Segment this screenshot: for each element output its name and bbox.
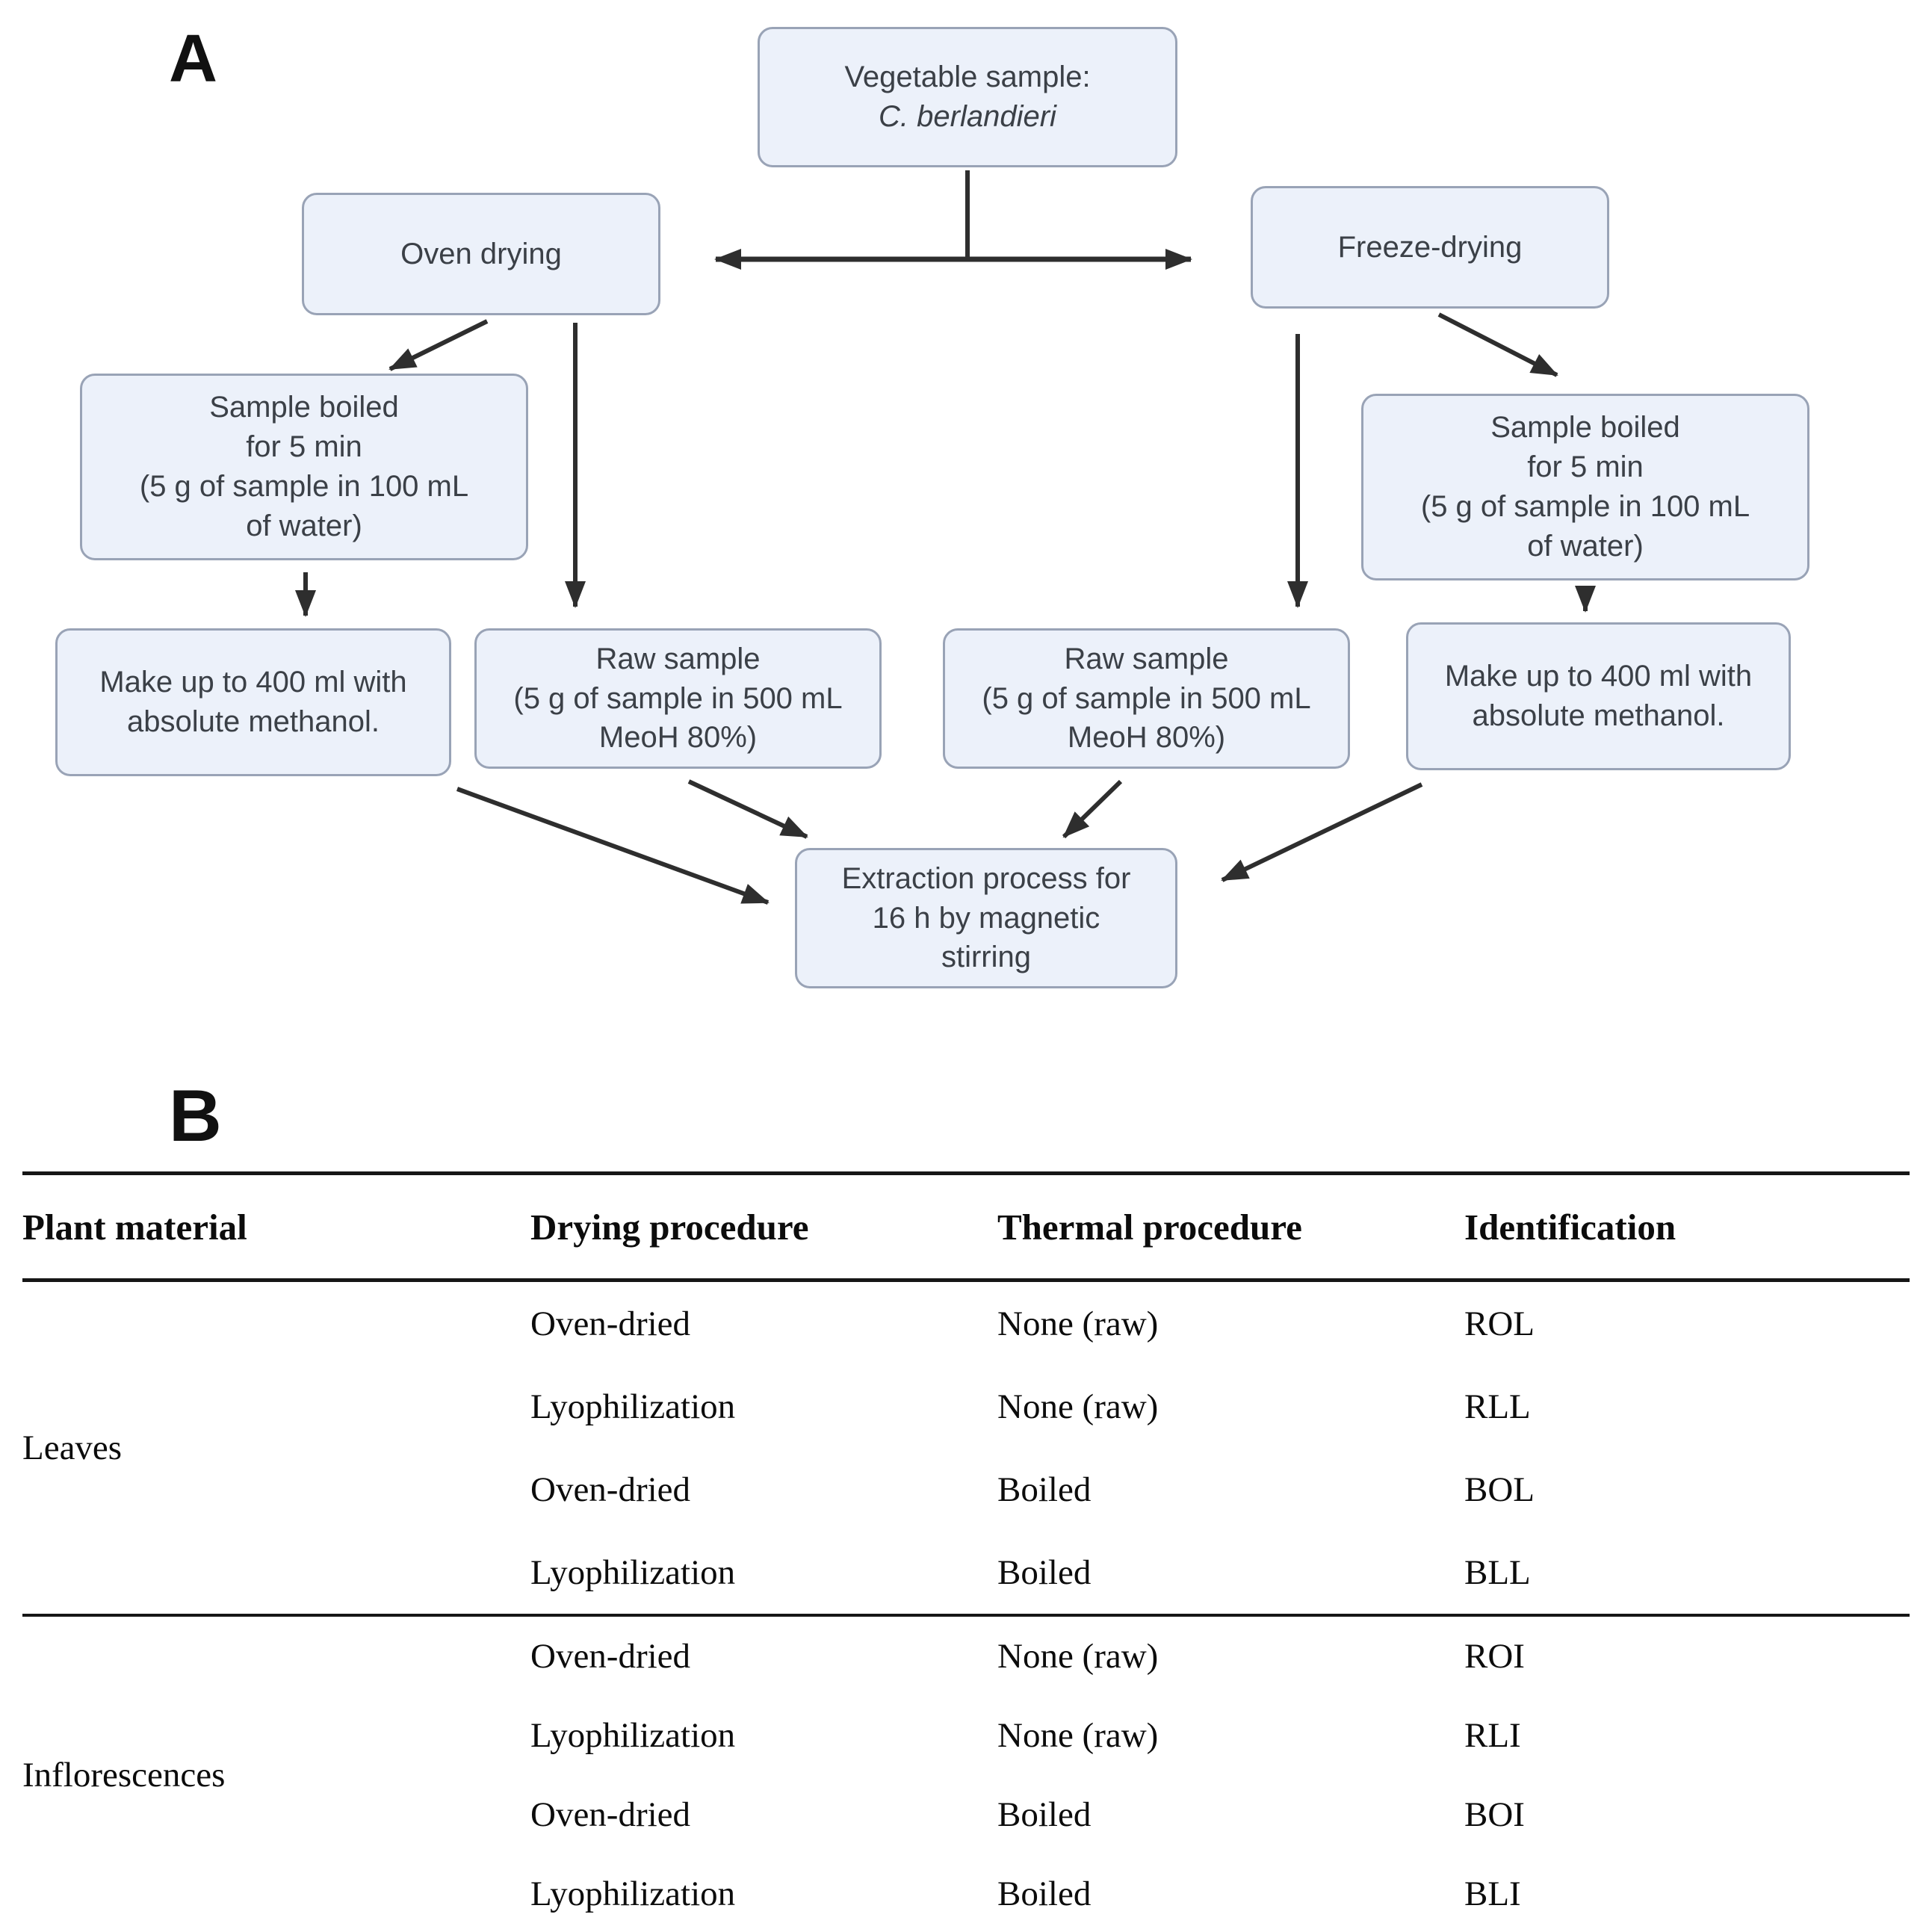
cell-identification: RLI xyxy=(1464,1716,1521,1755)
cell-drying: Oven-dried xyxy=(530,1637,691,1676)
cell-thermal: None (raw) xyxy=(997,1387,1159,1426)
cell-drying: Lyophilization xyxy=(530,1552,736,1592)
cell-thermal: None (raw) xyxy=(997,1637,1159,1676)
extraction-process-label: Extraction process for 16 h by magnetic … xyxy=(841,861,1131,974)
plant-material-leaves: Leaves xyxy=(22,1428,123,1467)
arrow-makeup-right-to-extraction-icon xyxy=(1221,782,1423,882)
cell-identification: BLI xyxy=(1464,1874,1521,1913)
cell-identification: ROL xyxy=(1464,1304,1535,1343)
cell-drying: Lyophilization xyxy=(530,1716,736,1755)
cell-drying: Oven-dried xyxy=(530,1304,691,1343)
panel-a-flowchart: A V xyxy=(55,22,1809,988)
node-vegetable-sample: Vegetable sample: C. berlandieri xyxy=(758,27,1177,167)
node-sample-boiled-right: Sample boiled for 5 min (5 g of sample i… xyxy=(1361,394,1809,580)
cell-thermal: Boiled xyxy=(997,1795,1092,1834)
node-makeup-methanol-right: Make up to 400 ml with absolute methanol… xyxy=(1406,622,1791,770)
node-extraction-process: Extraction process for 16 h by magnetic … xyxy=(795,848,1177,988)
sample-boiled-right-label: Sample boiled for 5 min (5 g of sample i… xyxy=(1420,411,1750,563)
cell-drying: Oven-dried xyxy=(530,1795,691,1834)
vegetable-sample-species: C. berlandieri xyxy=(879,100,1056,133)
table-row: Lyophilization Boiled BLI xyxy=(22,1854,1910,1929)
table-header-row: Plant material Drying procedure Thermal … xyxy=(22,1174,1910,1281)
vegetable-sample-title: Vegetable sample: xyxy=(844,61,1091,94)
table-row: Lyophilization None (raw) RLL xyxy=(22,1365,1910,1448)
header-identification: Identification xyxy=(1464,1206,1676,1248)
raw-sample-right-label: Raw sample (5 g of sample in 500 mL MeoH… xyxy=(982,642,1311,755)
sample-id-table: Plant material Drying procedure Thermal … xyxy=(22,1171,1910,1929)
cell-thermal: None (raw) xyxy=(997,1304,1159,1343)
arrow-raw-left-to-extraction-icon xyxy=(687,779,808,839)
makeup-methanol-left-label: Make up to 400 ml with absolute methanol… xyxy=(99,666,407,738)
node-raw-sample-left: Raw sample (5 g of sample in 500 mL MeoH… xyxy=(474,628,882,769)
header-plant-material: Plant material xyxy=(22,1206,247,1248)
node-sample-boiled-left: Sample boiled for 5 min (5 g of sample i… xyxy=(80,374,528,560)
plant-material-inflorescences: Inflorescences xyxy=(22,1756,226,1795)
header-thermal-procedure: Thermal procedure xyxy=(997,1206,1302,1248)
arrow-oven-to-boiled-icon xyxy=(388,319,489,371)
cell-identification: RLL xyxy=(1464,1387,1531,1426)
cell-identification: ROI xyxy=(1464,1637,1525,1676)
cell-identification: BOI xyxy=(1464,1795,1525,1834)
flowchart-arrows xyxy=(295,170,1596,905)
cell-identification: BLL xyxy=(1464,1552,1531,1592)
table-row: Oven-dried Boiled BOL xyxy=(22,1448,1910,1531)
node-raw-sample-right: Raw sample (5 g of sample in 500 mL MeoH… xyxy=(943,628,1350,769)
makeup-methanol-right-label: Make up to 400 ml with absolute methanol… xyxy=(1444,660,1753,732)
cell-drying: Lyophilization xyxy=(530,1874,736,1913)
arrow-makeup-left-to-extraction-icon xyxy=(456,787,770,905)
panel-a-label: A xyxy=(169,22,217,96)
arrow-freeze-to-boiled-icon xyxy=(1437,312,1558,377)
table-row: Leaves Oven-dried None (raw) ROL xyxy=(22,1281,1910,1468)
cell-thermal: None (raw) xyxy=(997,1716,1159,1755)
oven-drying-label: Oven drying xyxy=(400,237,562,270)
cell-thermal: Boiled xyxy=(997,1552,1092,1592)
cell-thermal: Boiled xyxy=(997,1470,1092,1509)
cell-thermal: Boiled xyxy=(997,1874,1092,1913)
sample-boiled-left-label: Sample boiled for 5 min (5 g of sample i… xyxy=(139,391,469,542)
node-oven-drying: Oven drying xyxy=(302,193,660,315)
table-row: Inflorescences Oven-dried None (raw) ROI xyxy=(22,1615,1910,1795)
cell-drying: Lyophilization xyxy=(530,1387,736,1426)
cell-identification: BOL xyxy=(1464,1470,1535,1509)
table-row: Oven-dried Boiled BOI xyxy=(22,1775,1910,1854)
table-row: Lyophilization None (raw) RLI xyxy=(22,1696,1910,1775)
sample-id-table-wrap: Plant material Drying procedure Thermal … xyxy=(22,1171,1910,1929)
node-freeze-drying: Freeze-drying xyxy=(1251,186,1609,309)
raw-sample-left-label: Raw sample (5 g of sample in 500 mL MeoH… xyxy=(513,642,843,755)
node-makeup-methanol-left: Make up to 400 ml with absolute methanol… xyxy=(55,628,451,776)
panel-b-label: B xyxy=(169,1074,222,1157)
arrow-raw-right-to-extraction-icon xyxy=(1062,779,1123,839)
cell-drying: Oven-dried xyxy=(530,1470,691,1509)
freeze-drying-label: Freeze-drying xyxy=(1337,230,1523,264)
header-drying-procedure: Drying procedure xyxy=(530,1206,809,1248)
table-row: Lyophilization Boiled BLL xyxy=(22,1531,1910,1615)
